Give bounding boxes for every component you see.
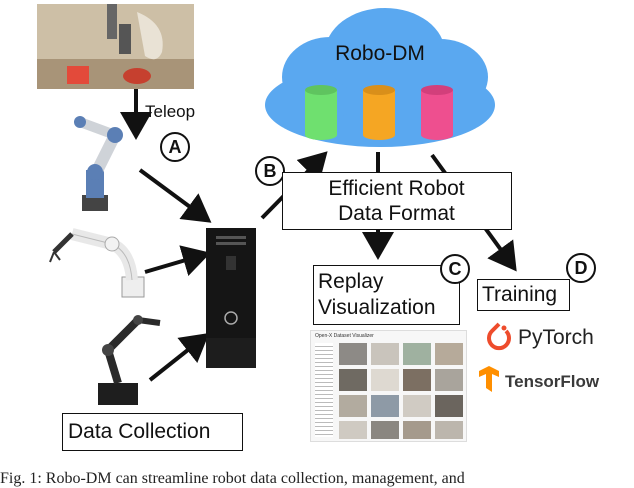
- thumb: [371, 421, 399, 439]
- pc-tower: [206, 228, 256, 368]
- teleop-photo: [37, 4, 194, 89]
- thumb: [403, 421, 431, 439]
- thumb: [403, 343, 431, 365]
- visualizer-sidebar: [315, 343, 333, 437]
- replay-line2: Visualization: [318, 296, 436, 319]
- training-label: Training: [482, 283, 558, 306]
- arm3-arrow: [148, 333, 210, 382]
- training-box: Training: [477, 279, 570, 311]
- arm1-arrow: [138, 168, 212, 223]
- thumb: [339, 369, 367, 391]
- visualizer-title: Open-X Dataset Visualizer: [315, 333, 374, 339]
- data-collection-label: Data Collection: [68, 420, 211, 443]
- thumb: [435, 369, 463, 391]
- thumb: [339, 343, 367, 365]
- marker-b: B: [255, 156, 285, 186]
- data-collection-box: Data Collection: [62, 413, 243, 451]
- thumb: [403, 369, 431, 391]
- thumb: [435, 343, 463, 365]
- marker-c: C: [440, 254, 470, 284]
- replay-line1: Replay: [318, 270, 384, 293]
- robot-arm-franka: [49, 228, 145, 298]
- thumb: [403, 395, 431, 417]
- data-format-line1: Efficient Robot: [328, 177, 465, 200]
- pytorch-label: PyTorch: [518, 326, 594, 349]
- thumb: [371, 395, 399, 417]
- marker-a: A: [160, 132, 190, 162]
- thumb: [339, 395, 367, 417]
- tensorflow-logo-icon: [479, 366, 499, 392]
- cloud: [265, 8, 495, 147]
- data-format-box: Efficient Robot Data Format: [282, 172, 512, 230]
- replay-box: Replay Visualization: [313, 265, 460, 325]
- arm2-arrow: [144, 245, 211, 276]
- thumb: [435, 395, 463, 417]
- thumb: [339, 421, 367, 439]
- teleop-label: Teleop: [145, 102, 196, 121]
- pytorch-logo-icon: [487, 322, 511, 351]
- thumb: [371, 369, 399, 391]
- data-format-line2: Data Format: [338, 202, 455, 225]
- database-icons: [305, 85, 453, 140]
- robot-arm-ur: [74, 116, 123, 211]
- tensorflow-label: TensorFlow: [505, 372, 600, 391]
- cloud-title: Robo-DM: [335, 42, 425, 65]
- marker-d: D: [566, 253, 596, 283]
- figure-caption: Fig. 1: Robo-DM can streamline robot dat…: [0, 470, 465, 487]
- thumb: [371, 343, 399, 365]
- visualizer-screenshot: Open-X Dataset Visualizer: [310, 330, 467, 442]
- robot-arm-widowx: [98, 315, 161, 405]
- thumb: [435, 421, 463, 439]
